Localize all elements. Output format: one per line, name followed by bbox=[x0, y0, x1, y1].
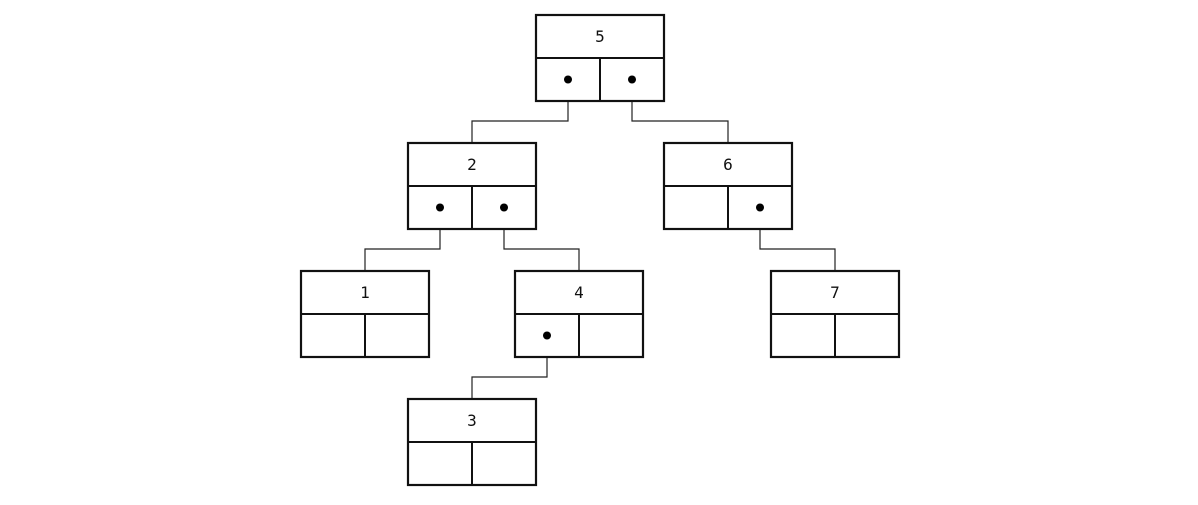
tree-node-1: 1 bbox=[299, 269, 431, 359]
tree-node-6: 6 bbox=[662, 141, 794, 231]
tree-node-7: 7 bbox=[769, 269, 901, 359]
node-value: 4 bbox=[574, 283, 584, 302]
right-pointer-dot-5 bbox=[628, 75, 636, 84]
left-pointer-dot-4 bbox=[543, 331, 551, 340]
node-value: 6 bbox=[723, 155, 733, 174]
right-pointer-dot-6 bbox=[756, 203, 764, 212]
nodes-layer: 5 2 6 1 4 7 3 bbox=[299, 13, 901, 487]
node-value: 7 bbox=[830, 283, 840, 302]
left-pointer-dot-2 bbox=[436, 203, 444, 212]
left-pointer-dot-5 bbox=[564, 75, 572, 84]
right-pointer-dot-2 bbox=[500, 203, 508, 212]
node-value: 1 bbox=[360, 283, 370, 302]
node-value: 2 bbox=[467, 155, 477, 174]
tree-node-4: 4 bbox=[513, 269, 645, 359]
node-value: 3 bbox=[467, 411, 477, 430]
tree-node-2: 2 bbox=[406, 141, 538, 231]
tree-node-5: 5 bbox=[534, 13, 666, 103]
tree-node-3: 3 bbox=[406, 397, 538, 487]
pointers-layer bbox=[436, 75, 764, 340]
node-value: 5 bbox=[595, 27, 605, 46]
